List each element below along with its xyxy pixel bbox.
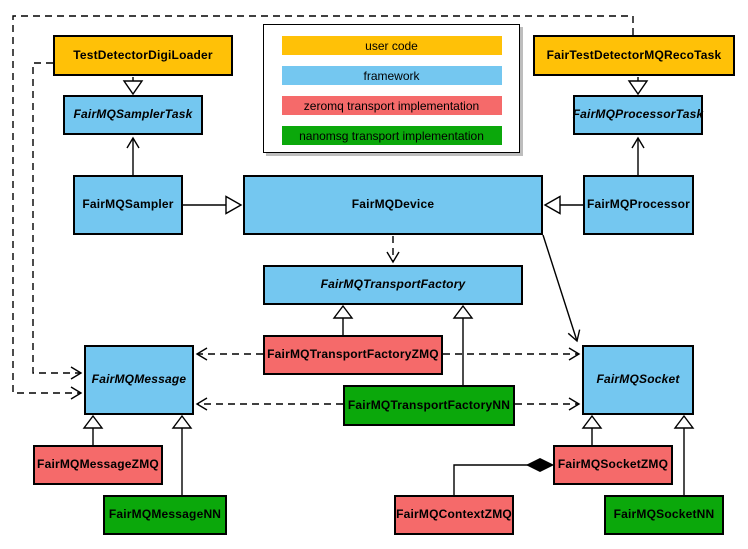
class-name: FairTestDetectorMQRecoTask: [546, 47, 722, 62]
inheritance-triangle-icon: [581, 414, 603, 429]
class-name: FairMQProcessorTask: [572, 107, 704, 122]
legend: user code framework zeromq transport imp…: [263, 24, 520, 153]
class-box-fairmqsamplertask: FairMQSamplerTask: [63, 95, 203, 135]
class-name: FairMQTransportFactory: [320, 277, 466, 292]
class-box-fairmqtransportfactoryzmq: FairMQTransportFactoryZMQ: [263, 335, 443, 375]
class-name: FairMQTransportFactoryZMQ: [267, 347, 439, 362]
class-name: FairMQSocketNN: [613, 507, 715, 522]
class-name: FairMQTransportFactoryNN: [347, 397, 511, 412]
class-name: FairMQMessage: [91, 372, 187, 387]
class-box-fairtestdetectormqrecotask: FairTestDetectorMQRecoTask: [533, 35, 735, 76]
class-name: FairMQContextZMQ: [396, 507, 512, 522]
inheritance-triangle-icon: [543, 195, 561, 215]
legend-label: nanomsg transport implementation: [299, 128, 484, 143]
class-box-fairmqsocketnn: FairMQSocketNN: [604, 495, 724, 535]
class-name: FairMQMessageNN: [108, 507, 222, 522]
legend-label: framework: [363, 68, 420, 83]
class-box-fairmqcontextzmq: FairMQContextZMQ: [394, 495, 514, 535]
legend-label: zeromq transport implementation: [303, 98, 480, 113]
inheritance-triangle-icon: [673, 414, 695, 429]
composition-diamond-icon: [525, 457, 555, 473]
inheritance-triangle-icon: [627, 80, 649, 96]
inheritance-triangle-icon: [332, 304, 354, 319]
class-name: FairMQSampler: [82, 197, 174, 212]
legend-item-user-code: user code: [281, 36, 502, 55]
class-box-fairmqsocket: FairMQSocket: [582, 345, 694, 415]
inheritance-triangle-icon: [122, 80, 144, 96]
class-box-fairmqdevice: FairMQDevice: [243, 175, 543, 235]
legend-item-nanomsg: nanomsg transport implementation: [281, 126, 502, 145]
legend-item-zeromq: zeromq transport implementation: [281, 96, 502, 115]
inheritance-triangle-icon: [452, 304, 474, 319]
class-name: FairMQMessageZMQ: [37, 457, 159, 472]
class-box-fairmqmessagezmq: FairMQMessageZMQ: [33, 445, 163, 485]
edge-digiloader-to-message: [32, 62, 83, 380]
class-name: FairMQSamplerTask: [73, 107, 193, 122]
edge-recotask-to-message: [12, 15, 634, 400]
class-box-fairmqprocessortask: FairMQProcessorTask: [573, 95, 703, 135]
edge-device-to-socket: [542, 234, 581, 343]
edge-contextzmq-to-socketzmq: [453, 464, 528, 495]
inheritance-triangle-icon: [82, 414, 104, 429]
class-box-testdetectordigiloader: TestDetectorDigiLoader: [53, 35, 233, 76]
class-name: TestDetectorDigiLoader: [73, 47, 213, 62]
class-box-fairmqtransportfactorynn: FairMQTransportFactoryNN: [343, 385, 515, 426]
class-box-fairmqtransportfactory: FairMQTransportFactory: [263, 265, 523, 305]
class-box-fairmqprocessor: FairMQProcessor: [583, 175, 694, 235]
class-box-fairmqmessagenn: FairMQMessageNN: [103, 495, 227, 535]
class-name: FairMQSocketZMQ: [557, 457, 669, 472]
class-name: FairMQProcessor: [586, 197, 691, 212]
legend-label: user code: [365, 38, 418, 53]
inheritance-triangle-icon: [171, 414, 193, 429]
inheritance-triangle-icon: [225, 195, 243, 215]
class-box-fairmqsampler: FairMQSampler: [73, 175, 183, 235]
class-box-fairmqmessage: FairMQMessage: [84, 345, 194, 415]
class-box-fairmqsocketzmq: FairMQSocketZMQ: [553, 445, 673, 485]
class-name: FairMQDevice: [351, 197, 435, 212]
class-name: FairMQSocket: [596, 372, 680, 387]
legend-item-framework: framework: [281, 66, 502, 85]
